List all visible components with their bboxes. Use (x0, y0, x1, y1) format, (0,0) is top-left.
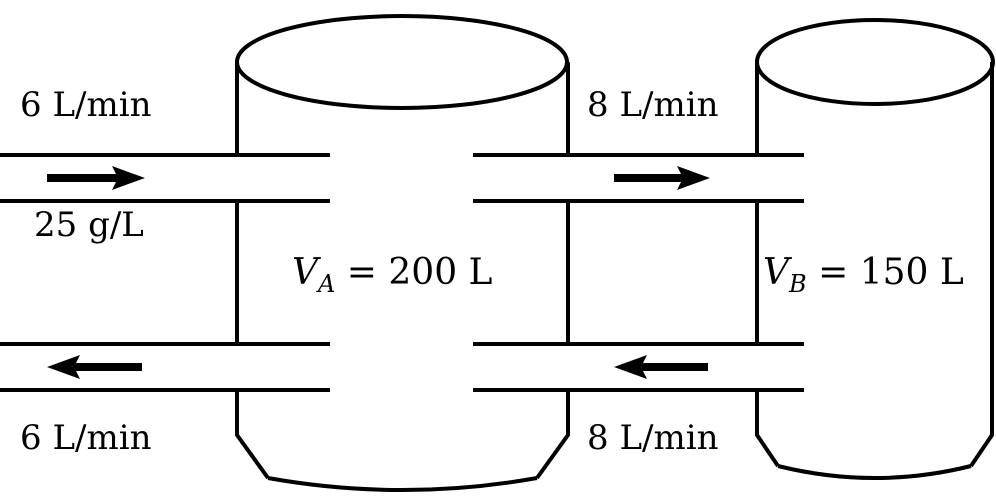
tank-b-volume-label: VB = 150 L (763, 252, 964, 298)
tank-b-volume-var: V (763, 252, 793, 293)
pipe-b-to-a (473, 342, 804, 392)
outlet-rate-label: 6 L/min (20, 418, 151, 458)
outlet-arrow (47, 355, 142, 379)
tank-a-top-ellipse (235, 14, 569, 110)
pipe-wall-openings (232, 157, 762, 388)
tank-b-volume-sub: B (788, 270, 807, 298)
inlet-concentration-label: 25 g/L (34, 205, 144, 245)
tank-a-right-wall (535, 62, 570, 480)
outlet-pipe (0, 342, 330, 392)
arrow-a-to-b (614, 166, 710, 190)
tank-b-bottom (777, 464, 972, 480)
tank-a-volume-value: = 200 L (335, 252, 492, 293)
tank-b-top-ellipse (755, 18, 995, 106)
tank-b (755, 18, 995, 480)
a-to-b-rate-label: 8 L/min (587, 85, 718, 125)
pipe-a-to-b (473, 153, 804, 203)
tank-b-volume-value: = 150 L (807, 252, 964, 293)
inlet-pipe (0, 153, 330, 203)
tank-a-volume-sub: A (316, 270, 335, 298)
b-to-a-rate-label: 8 L/min (587, 418, 718, 458)
tank-a-volume-var: V (292, 252, 322, 293)
tank-a-volume-label: VA = 200 L (292, 252, 493, 298)
tank-a-left-wall (235, 62, 270, 480)
tank-a-bottom (267, 476, 538, 492)
arrow-b-to-a (614, 355, 708, 379)
inlet-arrow (47, 166, 145, 190)
tank-b-right-wall (969, 62, 994, 468)
inlet-rate-label: 6 L/min (20, 85, 151, 125)
